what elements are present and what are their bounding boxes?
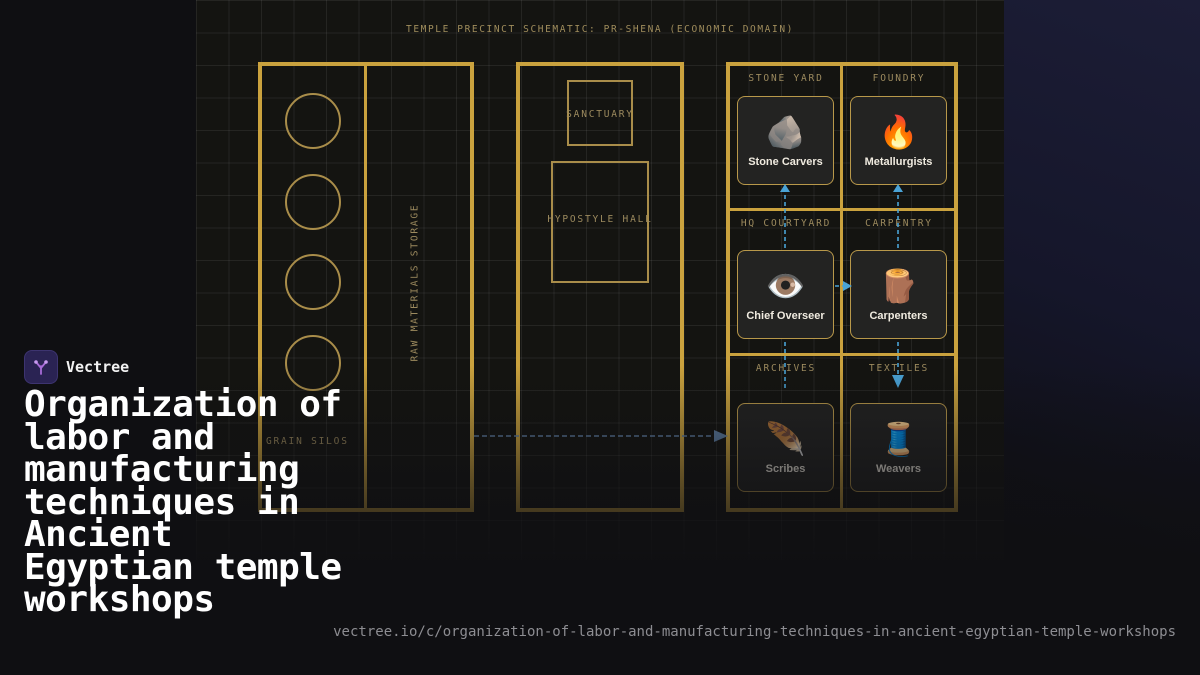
supply-route-arrowhead [714, 430, 728, 442]
stone-carvers-name: Stone Carvers [748, 155, 823, 168]
page-url[interactable]: vectree.io/c/organization-of-labor-and-m… [333, 624, 1176, 640]
arrowhead-stone [780, 184, 790, 192]
sanctuary-room [567, 80, 633, 146]
brand[interactable]: Vectree [24, 350, 129, 384]
chief-overseer-name: Chief Overseer [746, 309, 825, 322]
temple-schematic: TEMPLE PRECINCT SCHEMATIC: PR-SHENA (ECO… [196, 0, 1004, 560]
silo-2 [285, 174, 341, 230]
brand-name: Vectree [66, 358, 130, 376]
hypostyle-room [551, 161, 649, 283]
arrowhead-textiles [892, 375, 904, 388]
storage-divider [364, 65, 367, 509]
fire-icon: 🔥 [878, 112, 919, 151]
page-title: Organization of labor and manufacturing … [24, 384, 342, 620]
wood-log-icon: 🪵 [878, 266, 919, 305]
workshop-row-divider-2 [729, 353, 955, 356]
carpenters-name: Carpenters [869, 309, 928, 322]
sanctuary-label: SANCTUARY [566, 109, 634, 120]
stone-carvers-card[interactable]: 🪨 Stone Carvers [737, 96, 834, 185]
hypostyle-label: HYPOSTYLE HALL [547, 214, 653, 225]
schematic-title: TEMPLE PRECINCT SCHEMATIC: PR-SHENA (ECO… [406, 24, 794, 35]
metallurgists-name: Metallurgists [864, 155, 933, 168]
workshop-divider [840, 65, 843, 509]
arrowhead-carpenters [843, 281, 852, 291]
foundry-label: FOUNDRY [872, 73, 926, 84]
silo-3 [285, 254, 341, 310]
silo-1 [285, 93, 341, 149]
chief-overseer-card[interactable]: 👁️ Chief Overseer [737, 250, 834, 339]
metallurgists-card[interactable]: 🔥 Metallurgists [850, 96, 947, 185]
background-glow [1000, 0, 1200, 675]
stone-yard-label: STONE YARD [748, 73, 824, 84]
eye-icon: 👁️ [765, 266, 806, 305]
carpenters-card[interactable]: 🪵 Carpenters [850, 250, 947, 339]
rock-icon: 🪨 [765, 112, 806, 151]
arrowhead-foundry [893, 184, 903, 192]
workshop-row-divider-1 [729, 208, 955, 211]
tree-icon [24, 350, 58, 384]
